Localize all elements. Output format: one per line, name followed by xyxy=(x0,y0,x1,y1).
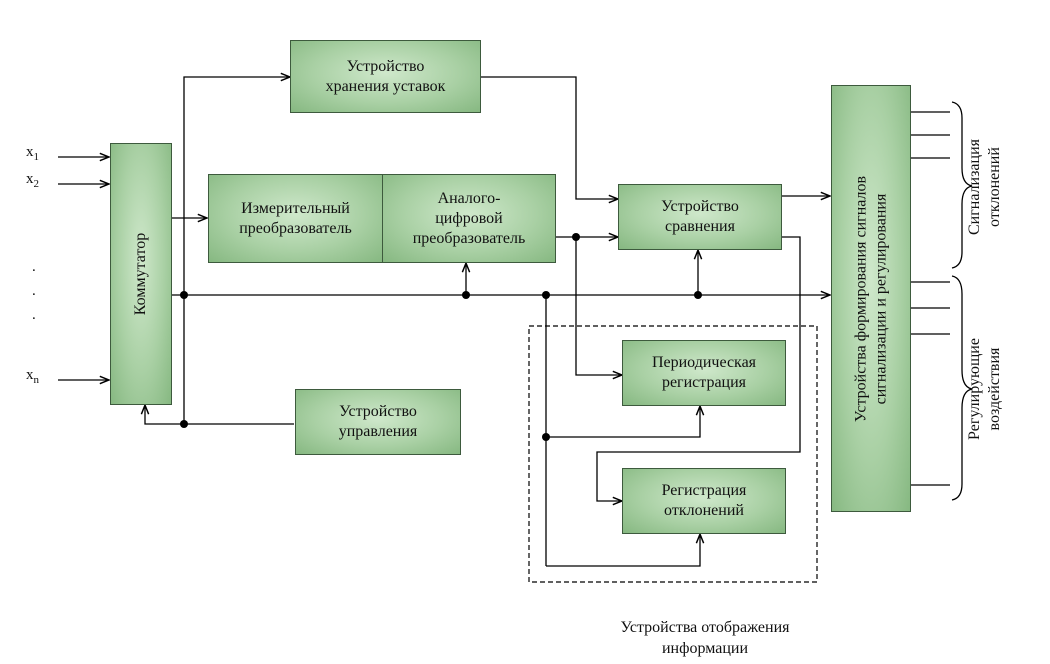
comparison-to-deviation-arrow xyxy=(596,236,801,501)
control-brace xyxy=(951,275,973,501)
signal-forming-block: Устройства формирования сигналов сигнали… xyxy=(831,85,911,512)
deviation-registration-block: Регистрация отклонений xyxy=(622,468,786,534)
input-label-xn: xn xyxy=(26,367,39,386)
measuring-converter-block: Измерительный преобразователь xyxy=(208,174,383,263)
input-ellipsis: . . . xyxy=(32,259,36,323)
control-unit-block: Устройство управления xyxy=(295,389,461,455)
to-setpoint-arrow xyxy=(183,77,289,218)
input-label-x1: x1 xyxy=(26,144,39,163)
control-to-commutator-arrow xyxy=(145,406,184,425)
alarm-output-label: Сигнализация отклонений xyxy=(966,138,1003,236)
alarm-brace xyxy=(951,101,973,269)
bus-to-periodic-arrow xyxy=(546,407,700,438)
adc-block: Аналого- цифровой преобразователь xyxy=(382,174,556,263)
display-devices-group xyxy=(528,325,818,583)
commutator-label: Коммутатор xyxy=(132,232,149,316)
adc-to-periodic-arrow xyxy=(575,237,621,375)
display-group-caption: Устройства отображения информации xyxy=(620,619,790,657)
control-actions-output-label: Регулирующие воздействия xyxy=(966,338,1003,440)
input-label-x2: x2 xyxy=(26,171,39,190)
periodic-registration-block: Периодическая регистрация xyxy=(622,340,786,406)
signal-forming-label: Устройства формирования сигналов сигнали… xyxy=(852,175,889,422)
setpoint-to-comparison-arrow xyxy=(481,76,617,199)
commutator-block: Коммутатор xyxy=(110,143,172,405)
comparison-block: Устройство сравнения xyxy=(618,184,782,250)
bus-to-deviation-arrow xyxy=(546,535,700,567)
setpoint-storage-block: Устройство хранения уставок xyxy=(290,40,481,113)
